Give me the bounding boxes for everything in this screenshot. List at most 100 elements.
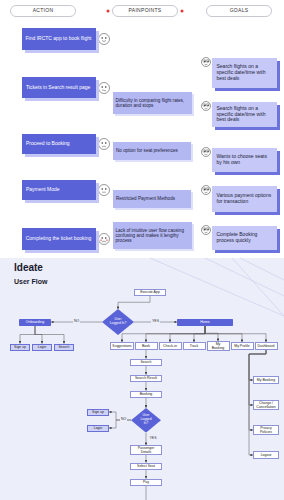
face-mouth: [205, 108, 208, 110]
face-eye: [102, 237, 103, 238]
face-mouth: [205, 154, 208, 156]
node-text: Onboarding: [26, 320, 44, 324]
emotion-face: [99, 139, 110, 150]
node-text: Home: [200, 320, 209, 324]
face-mouth: [205, 64, 208, 66]
node-text: Track: [190, 344, 199, 348]
face-eye: [105, 237, 106, 238]
action-box: Proceed to Booking: [22, 134, 96, 154]
process-box: My Profile: [231, 342, 254, 350]
emotion-face: [202, 186, 211, 195]
section-heading: User Flow: [14, 278, 47, 286]
node-text: Sign up: [14, 345, 26, 349]
process-box: Booking: [130, 391, 162, 398]
painpoint-box: Difficulty in comparing flight rates, du…: [113, 92, 192, 114]
process-box: Search: [130, 359, 162, 366]
diamond-outline: [131, 408, 161, 433]
painpoint-box: No option for seat preferences: [113, 142, 191, 160]
face-outline: [202, 102, 211, 111]
node-text: Change / Cancellation: [256, 401, 277, 409]
face-eye: [105, 37, 106, 38]
decision-diamond: User Logged In?: [102, 309, 134, 335]
connector: [205, 326, 266, 343]
face-outline: [202, 186, 211, 195]
connector: [146, 398, 147, 408]
node-text: Execute App: [140, 290, 160, 294]
column-header: ACTION: [10, 5, 76, 17]
node-text: Check-in: [163, 344, 177, 348]
option-box: Login: [32, 344, 52, 351]
node-text: Booking: [140, 392, 153, 396]
diamond-outline: [102, 309, 134, 335]
painpoint-box: Restricted Payment Methods: [113, 190, 191, 208]
node-text: Logout: [261, 453, 272, 457]
face-eye: [206, 228, 209, 231]
face-eye: [206, 60, 209, 63]
node-text: Completing the ticket booking: [26, 236, 92, 242]
process-box: Passenger Details: [130, 445, 162, 455]
node-text: Book: [142, 344, 150, 348]
node-text: User Logged In?: [110, 318, 127, 326]
face-cheek: [106, 239, 108, 241]
face-pupil: [207, 105, 208, 106]
node-text: Sign up: [92, 410, 104, 414]
face-pupil: [204, 61, 205, 62]
connector: [146, 455, 147, 462]
face-mouth: [102, 146, 106, 147]
face-outline: [99, 234, 110, 245]
action-box: Find IRCTC app to book flight: [22, 28, 97, 50]
process-box: My Booking: [253, 376, 279, 384]
node-text: Login: [94, 426, 103, 430]
connector: [35, 326, 64, 344]
connector: [118, 296, 150, 310]
connector: [146, 350, 147, 359]
goal-box: Wants to choose seats by his own: [212, 148, 277, 172]
emotion-face: [99, 234, 110, 245]
goal-box: Search flights on a specific date/time w…: [212, 58, 277, 88]
emotion-face: [99, 34, 110, 45]
emotion-face: [202, 102, 211, 111]
face-outline: [99, 34, 110, 45]
face-mouth: [102, 192, 106, 193]
face-pupil: [207, 151, 208, 152]
face-eye: [203, 228, 206, 231]
node-text: PAINPOINTS: [129, 8, 162, 14]
column-header: PAINPOINTS: [112, 5, 178, 17]
face-eye: [206, 150, 209, 153]
process-box: Pay: [130, 479, 162, 486]
node-text: Passenger Details: [133, 446, 160, 454]
section-heading: Ideate: [14, 262, 43, 273]
process-box: Track: [183, 342, 206, 350]
node-text: Tickets in Search result page: [26, 85, 90, 91]
node-text: My Booking: [209, 342, 227, 350]
face-outline: [99, 139, 110, 150]
face-eye: [105, 142, 106, 143]
edge-label: NO: [73, 320, 79, 324]
emotion-face: [99, 83, 110, 94]
node-text: Select Seat: [137, 464, 155, 468]
emotion-face: [202, 58, 211, 67]
process-box: Select Seat: [130, 463, 162, 470]
action-box: Completing the ticket booking: [22, 228, 97, 250]
node-text: Proceed to Booking: [26, 141, 70, 147]
option-box: Sign up: [87, 409, 109, 416]
red-dot: [181, 10, 184, 13]
node-text: Payment Mode: [26, 187, 60, 193]
process-box: Book: [135, 342, 158, 350]
face-eye: [203, 188, 206, 191]
connector: [20, 326, 35, 344]
action-box: Tickets in Search result page: [22, 77, 96, 98]
node-text: Suggestions: [112, 344, 131, 348]
option-box: Sign up: [10, 344, 30, 351]
goal-box: Search flights on a specific date/time w…: [212, 102, 277, 127]
emotion-face: [202, 148, 211, 157]
action-box: Payment Mode: [22, 180, 96, 200]
node-text: My Profile: [234, 344, 250, 348]
face-mouth: [205, 232, 208, 234]
emotion-face: [202, 226, 211, 235]
node-text: ACTION: [33, 8, 54, 14]
node-text: GOALS: [230, 8, 249, 14]
face-mouth: [102, 90, 106, 91]
process-box: Home: [177, 319, 233, 326]
